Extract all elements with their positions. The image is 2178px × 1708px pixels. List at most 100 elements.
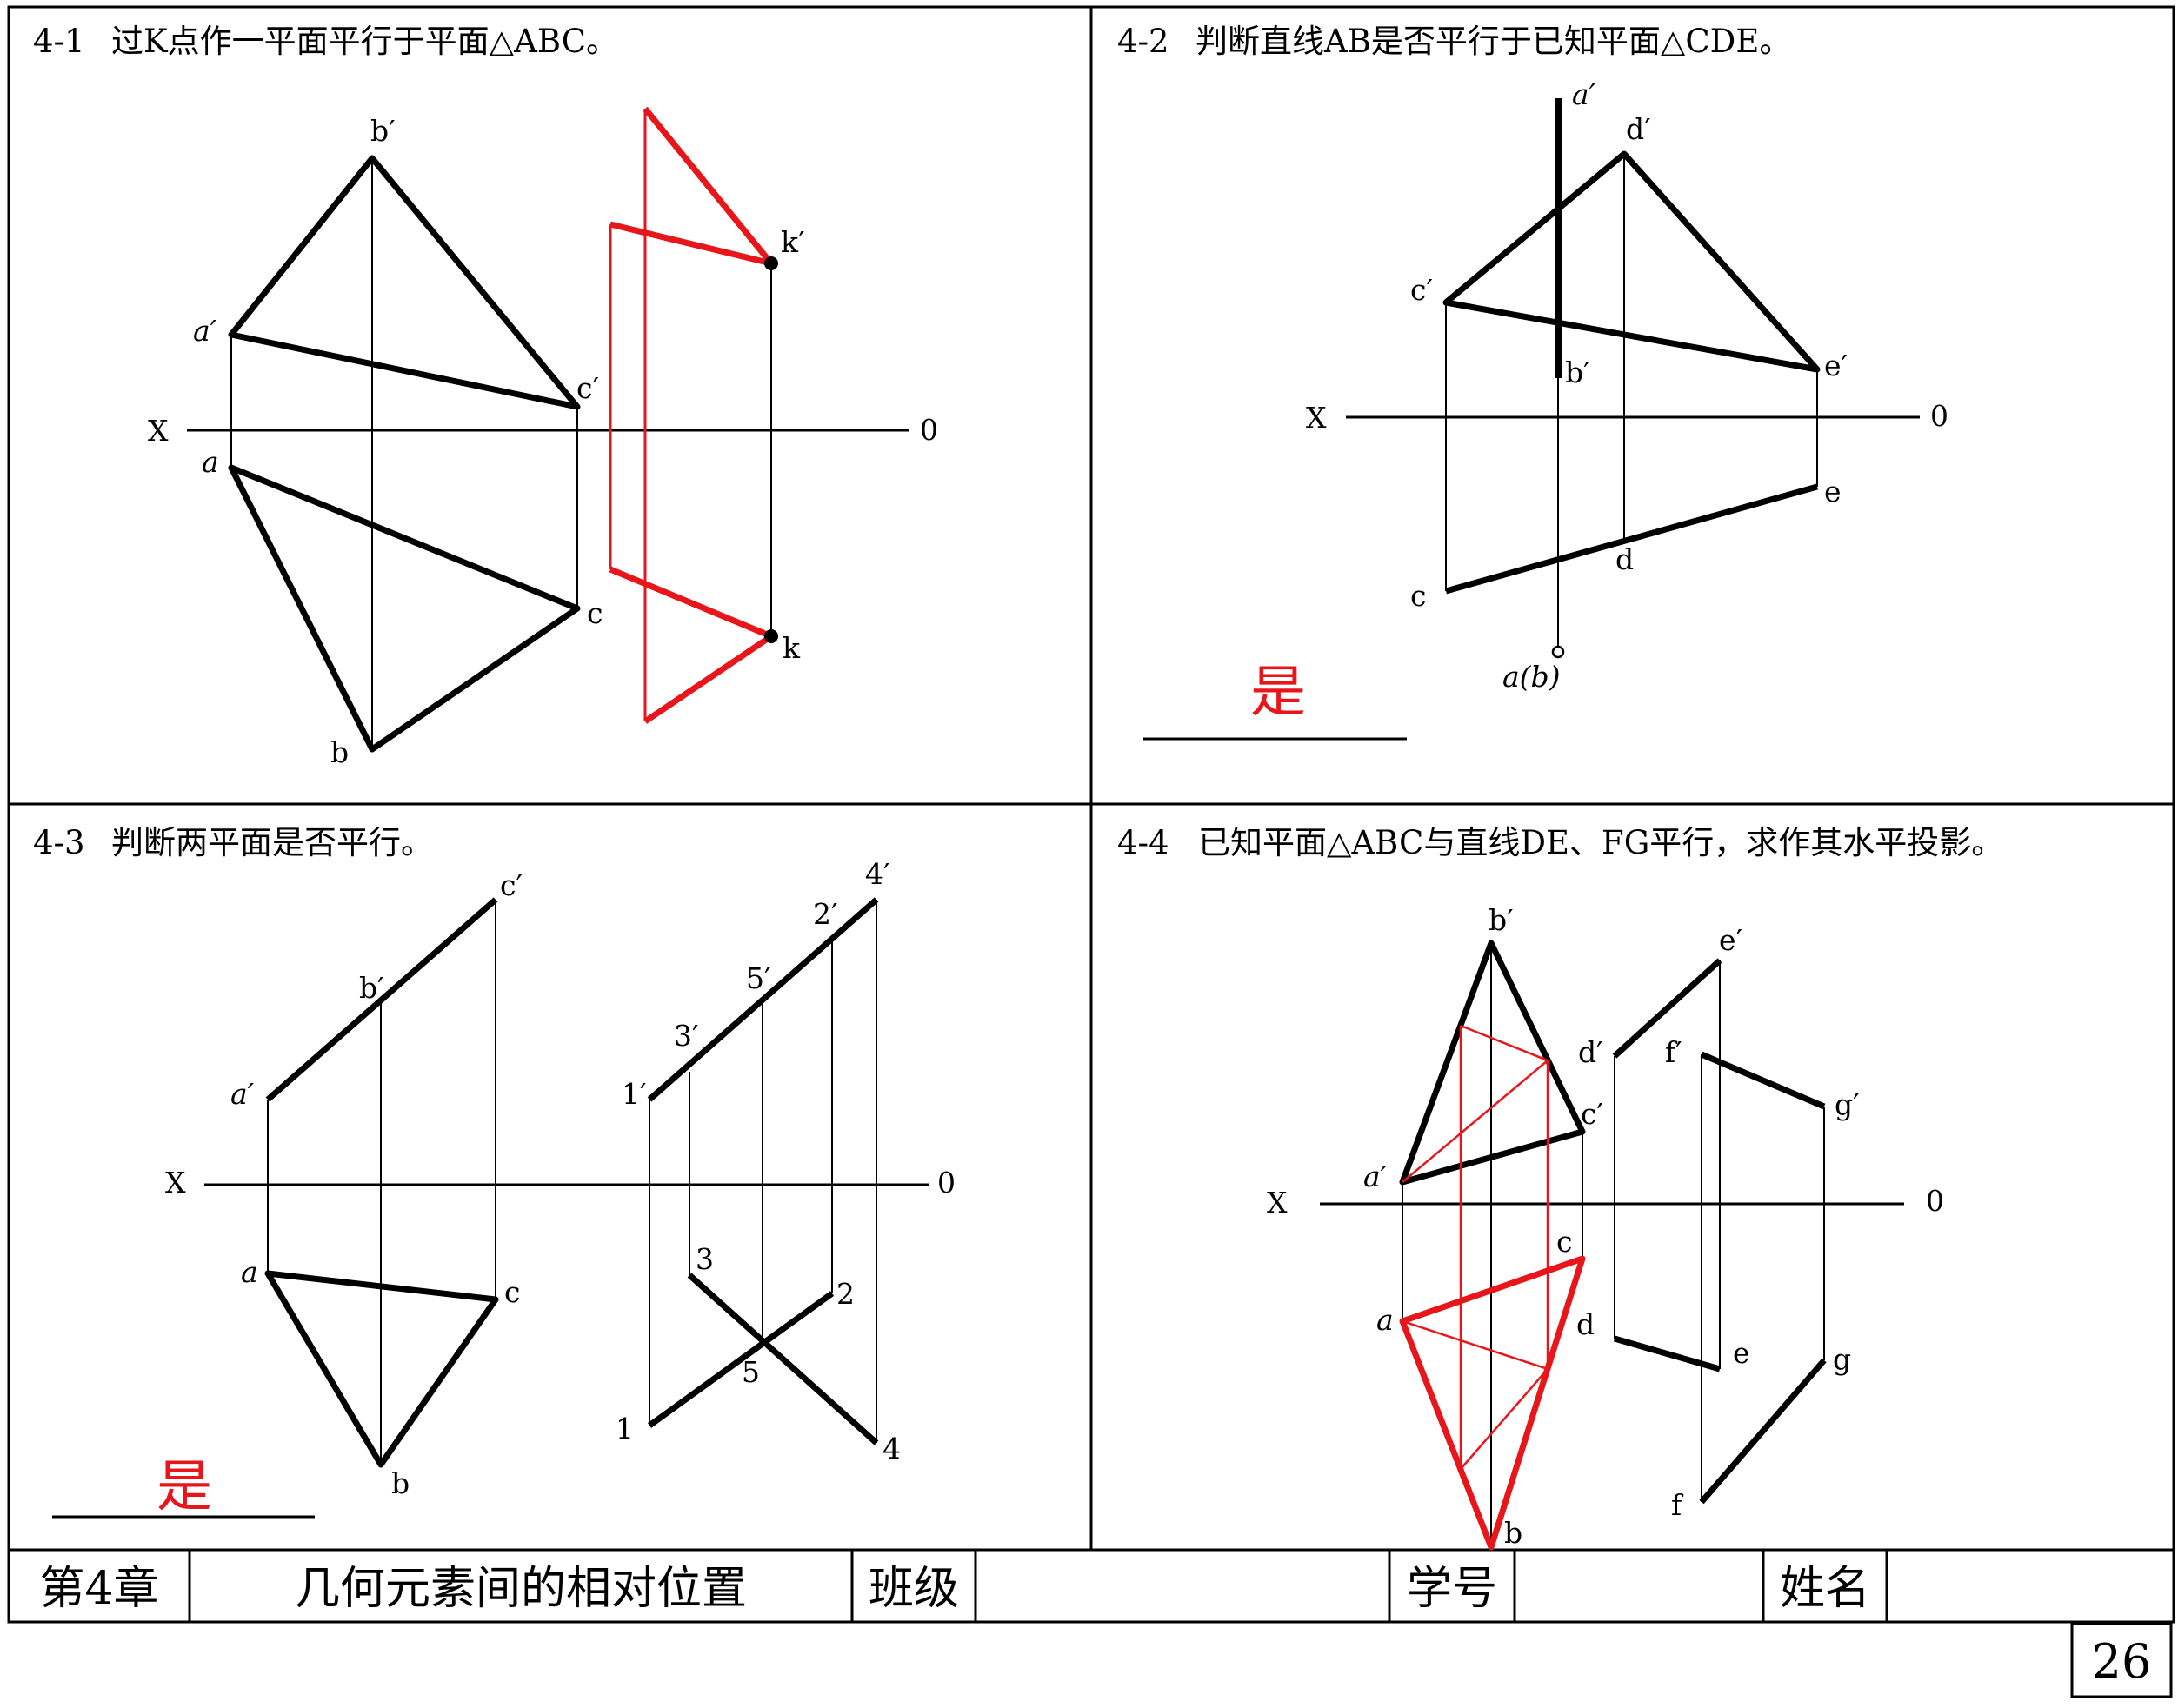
label-d: d [1576, 1307, 1595, 1341]
label-a: a [1376, 1303, 1394, 1337]
label-1: 1 [616, 1412, 634, 1445]
lines-de-fg [1612, 958, 1827, 1505]
label-b-prime: b′ [1489, 903, 1514, 937]
problem-number: 4-1 [33, 23, 85, 60]
projection-lines [1402, 943, 1825, 1547]
label-k-prime: k′ [781, 225, 805, 259]
label-g-prime: g′ [1835, 1087, 1860, 1121]
label-x: X [148, 414, 169, 448]
label-e-prime: e′ [1719, 923, 1742, 957]
label-b: b [391, 1466, 410, 1500]
plane-1234 [647, 897, 879, 1445]
label-zero: 0 [1930, 399, 1948, 433]
label-g: g [1833, 1342, 1851, 1376]
triangle-front-view [228, 155, 581, 410]
problem-title: 判断两平面是否平行。 [111, 824, 433, 861]
label-c: c [1556, 1225, 1572, 1259]
answer-text: 是 [1250, 661, 1306, 725]
label-zero: 0 [920, 413, 938, 447]
point-k [764, 629, 778, 643]
triangle-abc-front [1399, 940, 1586, 1186]
label-ab: a(b) [1502, 660, 1561, 694]
problem-4-3: 4-3 判断两平面是否平行。 c′ b′ a′ 4′ 2′ 5′ 3′ [33, 824, 956, 1519]
problem-4-4: 4-4 已知平面△ABC与直线DE、FG平行，求作其水平投影。 [1117, 824, 2003, 1551]
triangle-top-view-edge [1445, 483, 1818, 595]
problem-number: 4-3 [33, 824, 85, 861]
label-c-prime: c′ [576, 371, 599, 405]
triangle-front-view-edge [265, 897, 498, 1102]
line-de-front [1612, 958, 1722, 1059]
problem-number: 4-2 [1117, 23, 1169, 60]
answer-triangle-abc-top [1399, 1255, 1586, 1551]
triangle-abc [264, 897, 499, 1468]
label-k: k [783, 631, 801, 665]
label-b-prime: b′ [370, 114, 396, 148]
label-b: b [330, 735, 349, 769]
label-5: 5 [742, 1355, 760, 1389]
problem-4-2: 4-2 判断直线AB是否平行于已知平面△CDE。 a′ d′ c′ b′ e′ … [1117, 23, 1948, 741]
label-a-prime: a′ [1363, 1160, 1388, 1193]
plane-front-view-edge [647, 897, 879, 1102]
label-c: c [504, 1275, 520, 1309]
answer-text: 是 [157, 1455, 212, 1519]
label-f: f [1671, 1488, 1684, 1522]
problem-number: 4-4 [1117, 824, 1169, 861]
answer-plane-top [609, 566, 775, 724]
label-2: 2 [836, 1277, 855, 1311]
label-c: c [1410, 579, 1426, 613]
triangle-front-view [1442, 150, 1821, 373]
projection-lines [230, 158, 772, 749]
label-e: e [1733, 1336, 1750, 1370]
label-5-prime: 5′ [746, 961, 771, 995]
problem-title: 已知平面△ABC与直线DE、FG平行，求作其水平投影。 [1198, 824, 2003, 861]
label-1-prime: 1′ [622, 1077, 647, 1111]
problem-title: 过K点作一平面平行于平面△ABC。 [111, 23, 618, 60]
label-4-prime: 4′ [865, 857, 890, 891]
label-a: a [202, 445, 219, 479]
problem-title: 判断直线AB是否平行于已知平面△CDE。 [1196, 23, 1791, 60]
sheet-frame [7, 5, 2175, 1624]
projection-lines [267, 900, 877, 1465]
label-a: a [241, 1255, 258, 1289]
label-zero: 0 [1926, 1184, 1944, 1218]
label-d-prime: d′ [1578, 1035, 1603, 1069]
triangle-top-view [264, 1270, 499, 1468]
page-number-box: 26 [2070, 1622, 2173, 1698]
label-x: X [1267, 1186, 1288, 1220]
label-a-prime: a′ [193, 314, 217, 348]
label-a-prime: a′ [230, 1077, 255, 1111]
line-de-top [1614, 1335, 1721, 1372]
label-c: c [587, 596, 603, 630]
label-c-prime: c′ [1581, 1097, 1603, 1131]
label-zero: 0 [937, 1166, 956, 1200]
label-x: X [165, 1166, 186, 1200]
label-3-prime: 3′ [674, 1019, 699, 1053]
label-3: 3 [696, 1242, 714, 1276]
name-label: 姓名 [1780, 1563, 1870, 1615]
page-number: 26 [2092, 1634, 2152, 1689]
chapter-title: 几何元素间的相对位置 [295, 1563, 747, 1615]
label-f-prime: f′ [1665, 1035, 1682, 1069]
label-e: e [1824, 475, 1842, 508]
label-d: d [1615, 542, 1634, 576]
label-c-prime: c′ [1410, 273, 1433, 307]
label-2-prime: 2′ [813, 897, 838, 931]
answer-plane-front [609, 106, 775, 267]
triangle-top-view [228, 464, 581, 753]
chapter-number: 第4章 [39, 1563, 158, 1615]
line-fg-front [1700, 1051, 1826, 1110]
problem-4-1: 4-1 过K点作一平面平行于平面△ABC。 b′ a′ c′ k′ X 0 a … [33, 23, 938, 769]
label-b: b [1504, 1516, 1522, 1550]
title-block: 第4章 几何元素间的相对位置 班级 学号 姓名 [39, 1563, 1870, 1615]
construction-lines [1402, 1024, 1549, 1470]
plane-top-view-edge-1-2 [647, 1291, 835, 1428]
triangle-abc [228, 155, 581, 753]
answer-plane [609, 106, 775, 724]
triangle-cde [1442, 150, 1821, 595]
point-ab [1551, 645, 1565, 659]
label-d-prime: d′ [1626, 112, 1651, 146]
projection-lines [1445, 154, 1818, 652]
label-a-prime: a′ [1572, 77, 1596, 111]
label-e-prime: e′ [1824, 349, 1848, 382]
